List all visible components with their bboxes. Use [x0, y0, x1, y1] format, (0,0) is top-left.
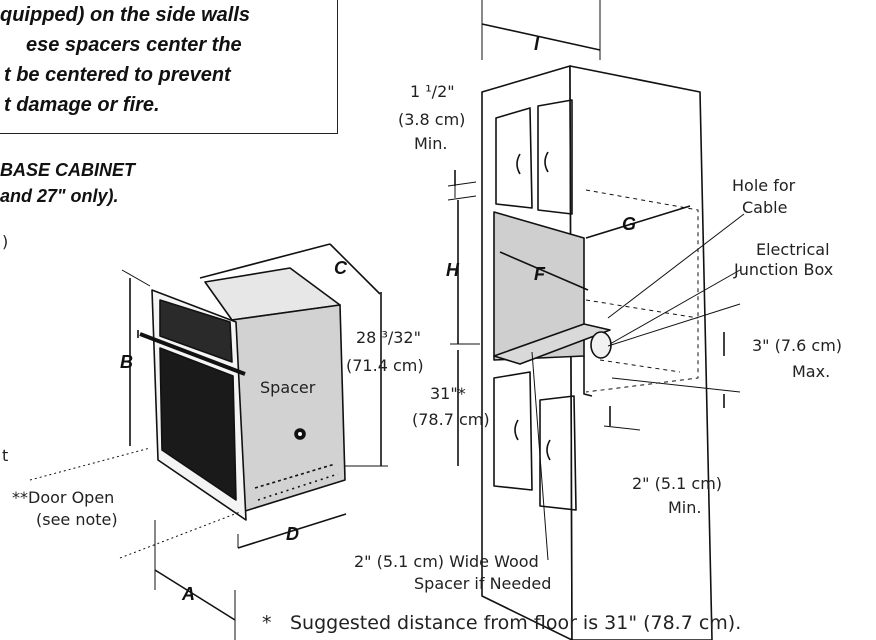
dimension-letter-c: C — [334, 258, 347, 278]
top-gap-line-2: (3.8 cm) — [398, 110, 466, 129]
warning-line-1: quipped) on the side walls — [0, 4, 251, 26]
three-inch-line-1: 3" (7.6 cm) — [752, 336, 843, 355]
dimension-letter-g: G — [622, 214, 637, 234]
wood-spacer-line-2: Spacer if Needed — [414, 574, 552, 593]
door-open-note-line-1: **Door Open — [12, 488, 115, 507]
base-cabinet-line-2: and 27" only). — [0, 186, 119, 206]
warning-line-4: t damage or fire. — [4, 94, 160, 116]
dimension-letter-a: A — [182, 584, 195, 604]
warning-line-2: ese spacers center the — [26, 34, 242, 56]
floor-height-line-1: 31"* — [430, 384, 466, 403]
junction-box-line-2: Junction Box — [734, 260, 834, 279]
top-gap-line-3: Min. — [414, 134, 448, 153]
floor-height-line-2: (78.7 cm) — [412, 410, 490, 429]
hole-for-cable-line-1: Hole for — [732, 176, 796, 195]
dimension-letter-i: I — [534, 34, 540, 54]
door-open-note-line-2: (see note) — [36, 510, 118, 529]
oven-illustration — [29, 243, 388, 640]
footnote-text: Suggested distance from floor is 31" (78… — [290, 612, 742, 634]
wood-spacer-line-1: 2" (5.1 cm) Wide Wood — [354, 552, 539, 571]
left-t-fragment: t — [2, 446, 9, 465]
hole-for-cable-line-2: Cable — [742, 198, 788, 217]
junction-box-line-1: Electrical — [756, 240, 830, 259]
oven-height-line-2: (71.4 cm) — [346, 356, 424, 375]
two-inch-line-1: 2" (5.1 cm) — [632, 474, 723, 493]
dimension-letter-h: H — [446, 260, 459, 280]
dimension-letter-f: F — [534, 264, 545, 284]
dimension-letter-d: D — [286, 524, 299, 544]
top-gap-line-1: 1 ¹/2" — [410, 82, 455, 101]
oven-height-line-1: 28 ³/32" — [356, 328, 421, 347]
footnote-mark: * — [262, 612, 272, 634]
warning-box — [0, 0, 338, 134]
left-paren-fragment: ) — [2, 232, 9, 251]
warning-line-3: t be centered to prevent — [4, 64, 231, 86]
dimension-letter-b: B — [120, 352, 133, 372]
base-cabinet-line-1: BASE CABINET — [0, 160, 136, 180]
spacer-label: Spacer — [260, 378, 316, 397]
two-inch-line-2: Min. — [668, 498, 702, 517]
three-inch-line-2: Max. — [792, 362, 831, 381]
cabinet-illustration — [447, 0, 745, 640]
